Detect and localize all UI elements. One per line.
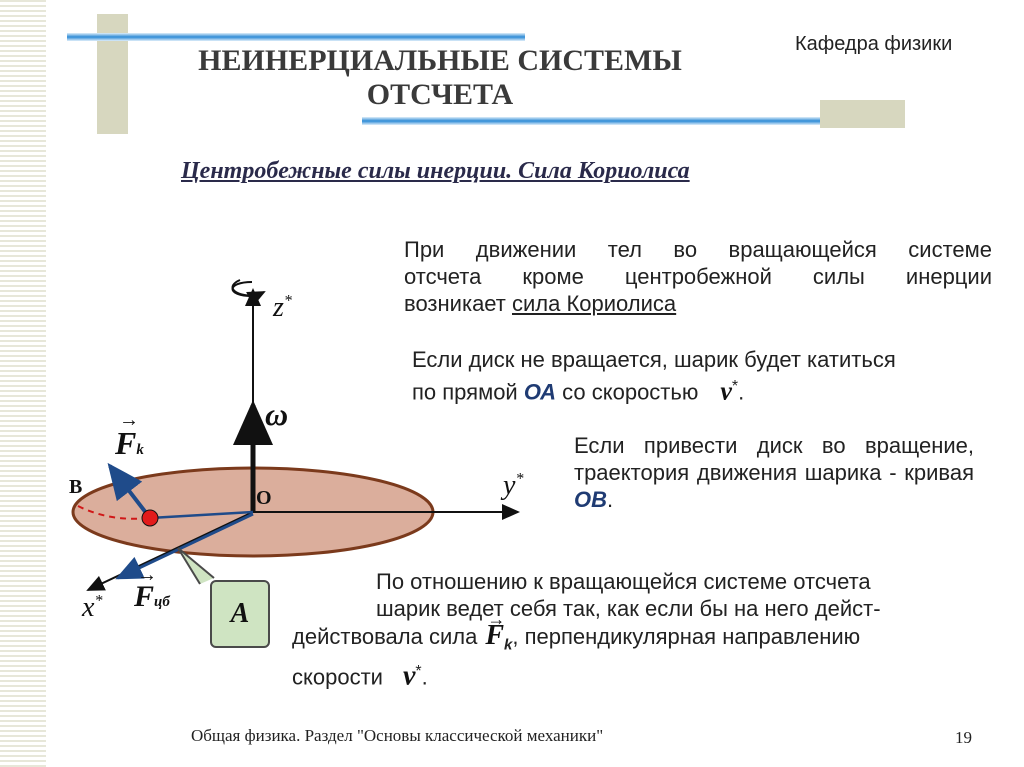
fk-vector (107, 462, 152, 520)
p4-line-4: скорости v*. (292, 658, 1002, 690)
left-stripe-decoration (0, 0, 46, 767)
p2-line-2: по прямой ОА со скоростью v*. (412, 373, 982, 405)
p1-line-3: возникает сила Кориолиса (404, 290, 992, 317)
p2-line-2-post: со скоростью (556, 379, 699, 405)
y-axis-label: y* (503, 470, 524, 501)
fcb-label: →Fцб (134, 564, 170, 613)
z-axis-label: z* (273, 292, 292, 323)
v-star: * (731, 378, 739, 395)
page-number: 19 (955, 728, 972, 747)
callout-pointer (177, 547, 215, 585)
paragraph-disk-rotating: Если привести диск во вращение, траектор… (574, 432, 974, 513)
p1-line-2: отсчета кроме центробежной силы инерции (404, 264, 992, 289)
x-axis-label: x* (82, 592, 103, 623)
v-inline-symbol: v (402, 660, 416, 692)
p4-end: . (421, 664, 428, 690)
p2-line-1: Если диск не вращается, шарик будет кати… (412, 347, 896, 372)
p4-line-1: По отношению к вращающейся системе отсче… (376, 569, 871, 594)
slide-subtitle: Центробежные силы инерции. Сила Кориолис… (181, 158, 690, 184)
title-line-2: ОТСЧЕТА (366, 78, 514, 111)
p1-line-3-text: возникает (404, 291, 512, 316)
origin-label: O (256, 487, 272, 509)
fcb-vector (115, 512, 254, 580)
paragraph-coriolis-intro: При движении тел во вращающейся системе … (404, 236, 992, 317)
fk-inline-symbol: →F (485, 609, 506, 651)
p4-line-4-text: скорости (292, 664, 383, 690)
p4-line-3: действовала сила →Fk, перпендикулярная на… (292, 609, 1002, 658)
omega-label: ω (265, 396, 289, 432)
p4-line-3-post: , перпендикулярная направлению (512, 624, 861, 649)
p1-line-1: При движении тел во вращающейся системе (404, 237, 992, 262)
header-right-block (820, 100, 905, 128)
footer-text: Общая физика. Раздел "Основы классическо… (191, 726, 604, 745)
point-a-callout: A (210, 580, 270, 648)
v-inline-star: * (415, 663, 422, 681)
coriolis-force-link[interactable]: сила Кориолиса (512, 291, 677, 316)
ob-label: ОВ (574, 487, 607, 512)
header-top-line (67, 33, 525, 41)
point-b-label: B (69, 476, 83, 498)
p2-end: . (738, 379, 745, 405)
p3-end: . (607, 487, 614, 512)
paragraph-disk-static: Если диск не вращается, шарик будет кати… (412, 346, 982, 405)
department-label: Кафедра физики (795, 33, 953, 55)
title-line-1: НЕИНЕРЦИАЛЬНЫЕ СИСТЕМЫ (198, 44, 682, 77)
fk-label: →Fk (115, 409, 144, 461)
p4-line-2: шарик ведет себя так, как если бы на нег… (376, 596, 881, 621)
ball (141, 509, 159, 527)
p3-text: Если привести диск во вращение, траектор… (574, 433, 974, 485)
oa-label: ОА (523, 379, 557, 405)
p4-line-3-text: действовала сила (292, 624, 478, 649)
p2-line-2-text: по прямой (412, 379, 524, 405)
paragraph-coriolis-explanation: По отношению к вращающейся системе отсче… (292, 568, 1002, 691)
fk-inline-sub: k (504, 636, 513, 654)
page-title: НЕИНЕРЦИАЛЬНЫЕ СИСТЕМЫ ОТСЧЕТА (140, 44, 740, 112)
v-symbol: v (720, 376, 732, 406)
ball-link (149, 510, 254, 520)
header-bottom-line (362, 117, 824, 125)
